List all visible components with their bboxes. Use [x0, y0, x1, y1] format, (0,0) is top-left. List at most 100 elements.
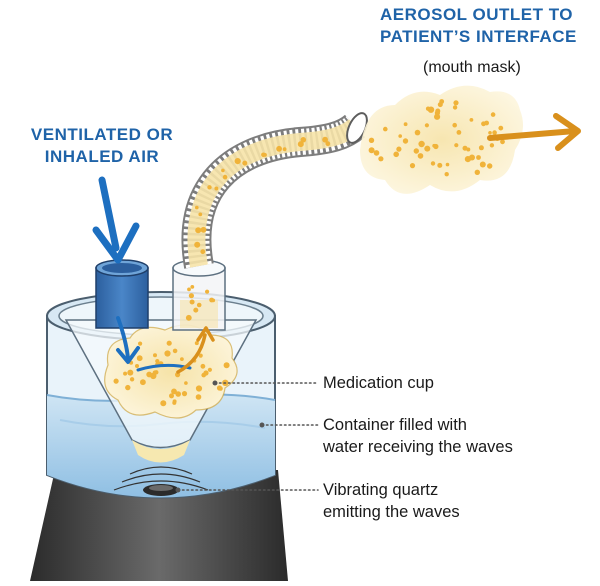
- aerosol-particle: [169, 393, 174, 399]
- aerosol-particle: [409, 163, 416, 169]
- aerosol-particle: [452, 122, 458, 128]
- inlet-line2: INHALED AIR: [44, 147, 160, 166]
- aerosol-particle: [430, 161, 436, 166]
- aerosol-particle: [474, 169, 480, 175]
- quartz-line2: emitting the waves: [323, 503, 460, 521]
- aerosol-particle: [439, 99, 445, 104]
- aerosol-particle: [261, 152, 266, 158]
- aerosol-particle: [185, 314, 192, 321]
- aerosol-particle: [393, 151, 400, 158]
- aerosol-particle: [368, 137, 375, 143]
- aerosol-particle: [464, 156, 471, 163]
- quartz-label: Vibrating quartz emitting the waves: [323, 479, 460, 523]
- aerosol-particle: [140, 379, 146, 386]
- outlet-tube: [172, 259, 226, 331]
- aerosol-particle: [418, 140, 425, 148]
- aerosol-particle: [155, 359, 160, 364]
- aerosol-particle: [489, 143, 495, 148]
- aerosol-particle: [398, 134, 403, 138]
- aerosol-particle: [402, 138, 409, 144]
- aerosol-particle: [172, 400, 177, 405]
- aerosol-particle: [222, 174, 228, 180]
- aerosol-particle: [194, 341, 199, 346]
- device-base: [30, 470, 288, 581]
- aerosol-particle: [195, 385, 203, 392]
- aerosol-flow-arrows: [176, 113, 581, 374]
- aerosol-particle: [282, 147, 287, 152]
- aerosol-particle: [223, 362, 230, 369]
- inlet-air-arrow: [92, 176, 192, 372]
- aerosol-particle: [300, 137, 307, 143]
- aerosol-particle: [484, 120, 489, 126]
- aerosol-particle: [205, 289, 210, 294]
- aerosol-particle: [479, 161, 486, 168]
- aerosol-particle: [180, 357, 184, 361]
- aerosol-particle: [444, 172, 449, 177]
- aerosol-particle: [453, 100, 459, 106]
- container-label: Container filled with water receiving th…: [323, 414, 513, 458]
- aerosol-particle: [417, 153, 424, 159]
- aerosol-particle: [175, 391, 181, 397]
- aerosol-particle: [113, 378, 119, 384]
- aerosol-particle: [414, 129, 421, 136]
- aerosol-particle: [194, 241, 201, 248]
- aerosol-particle: [325, 141, 331, 147]
- aerosol-particle: [123, 371, 128, 376]
- aerosol-particle: [135, 364, 139, 368]
- aerosol-particle: [207, 185, 212, 190]
- aerosol-particle: [187, 287, 191, 292]
- aerosol-particle: [476, 155, 481, 160]
- aerosol-particle: [276, 145, 282, 152]
- aerosol-particle: [492, 130, 497, 135]
- aerosol-particle: [322, 136, 328, 143]
- aerosol-outlet-label: AEROSOL OUTLET TO PATIENT’S INTERFACE: [380, 4, 577, 48]
- aerosol-particle: [469, 118, 474, 122]
- aerosol-particle: [297, 141, 304, 148]
- aerosol-particle: [500, 139, 505, 145]
- aerosol-particle: [214, 186, 219, 191]
- aerosol-particle: [138, 341, 143, 346]
- aerosol-particle: [452, 105, 458, 110]
- aerosol-particle: [200, 226, 207, 233]
- aerosol-particle: [195, 205, 199, 210]
- aerosol-particle: [435, 108, 441, 114]
- aerosol-particle: [198, 212, 203, 217]
- aerosol-particle: [196, 302, 202, 308]
- corrugated-hose: [181, 112, 368, 269]
- aerosol-particle: [454, 143, 459, 148]
- aerosol-particle: [432, 143, 437, 148]
- aerosol-particle: [424, 123, 429, 128]
- aerosol-particle: [203, 370, 209, 376]
- inlet-air-label: VENTILATED OR INHALED AIR: [6, 124, 198, 168]
- aerosol-particle: [171, 388, 177, 395]
- aerosol-particle: [413, 148, 419, 154]
- aerosol-particle: [456, 130, 462, 135]
- aerosol-particle: [195, 394, 202, 400]
- aerosol-particle: [200, 363, 206, 369]
- callout-leaders: [175, 380, 319, 493]
- aerosol-particle: [200, 249, 206, 255]
- aerosol-particle: [424, 145, 431, 152]
- aerosol-particle: [498, 125, 504, 131]
- aerosol-particle: [466, 147, 471, 152]
- medication-cup-label: Medication cup: [323, 374, 434, 392]
- aerosol-outlet-line2: PATIENT’S INTERFACE: [380, 27, 577, 46]
- aerosol-particle: [198, 353, 203, 358]
- aerosol-particle: [218, 386, 223, 391]
- aerosol-particle: [487, 163, 493, 169]
- aerosol-particle: [462, 145, 468, 151]
- aerosol-particle: [488, 131, 492, 135]
- aerosol-particle: [127, 369, 134, 376]
- aerosol-particle: [478, 145, 484, 151]
- aerosol-particle: [146, 371, 153, 378]
- aerosol-particle: [242, 160, 248, 166]
- aerosol-particle: [152, 370, 158, 376]
- aerosol-particle: [153, 353, 157, 358]
- aerosol-particle: [160, 400, 167, 407]
- aerosol-particle: [403, 122, 408, 127]
- aerosol-particle: [207, 367, 212, 372]
- aerosol-particle: [166, 340, 172, 346]
- aerosol-particle: [184, 381, 188, 385]
- aerosol-particle: [136, 355, 143, 362]
